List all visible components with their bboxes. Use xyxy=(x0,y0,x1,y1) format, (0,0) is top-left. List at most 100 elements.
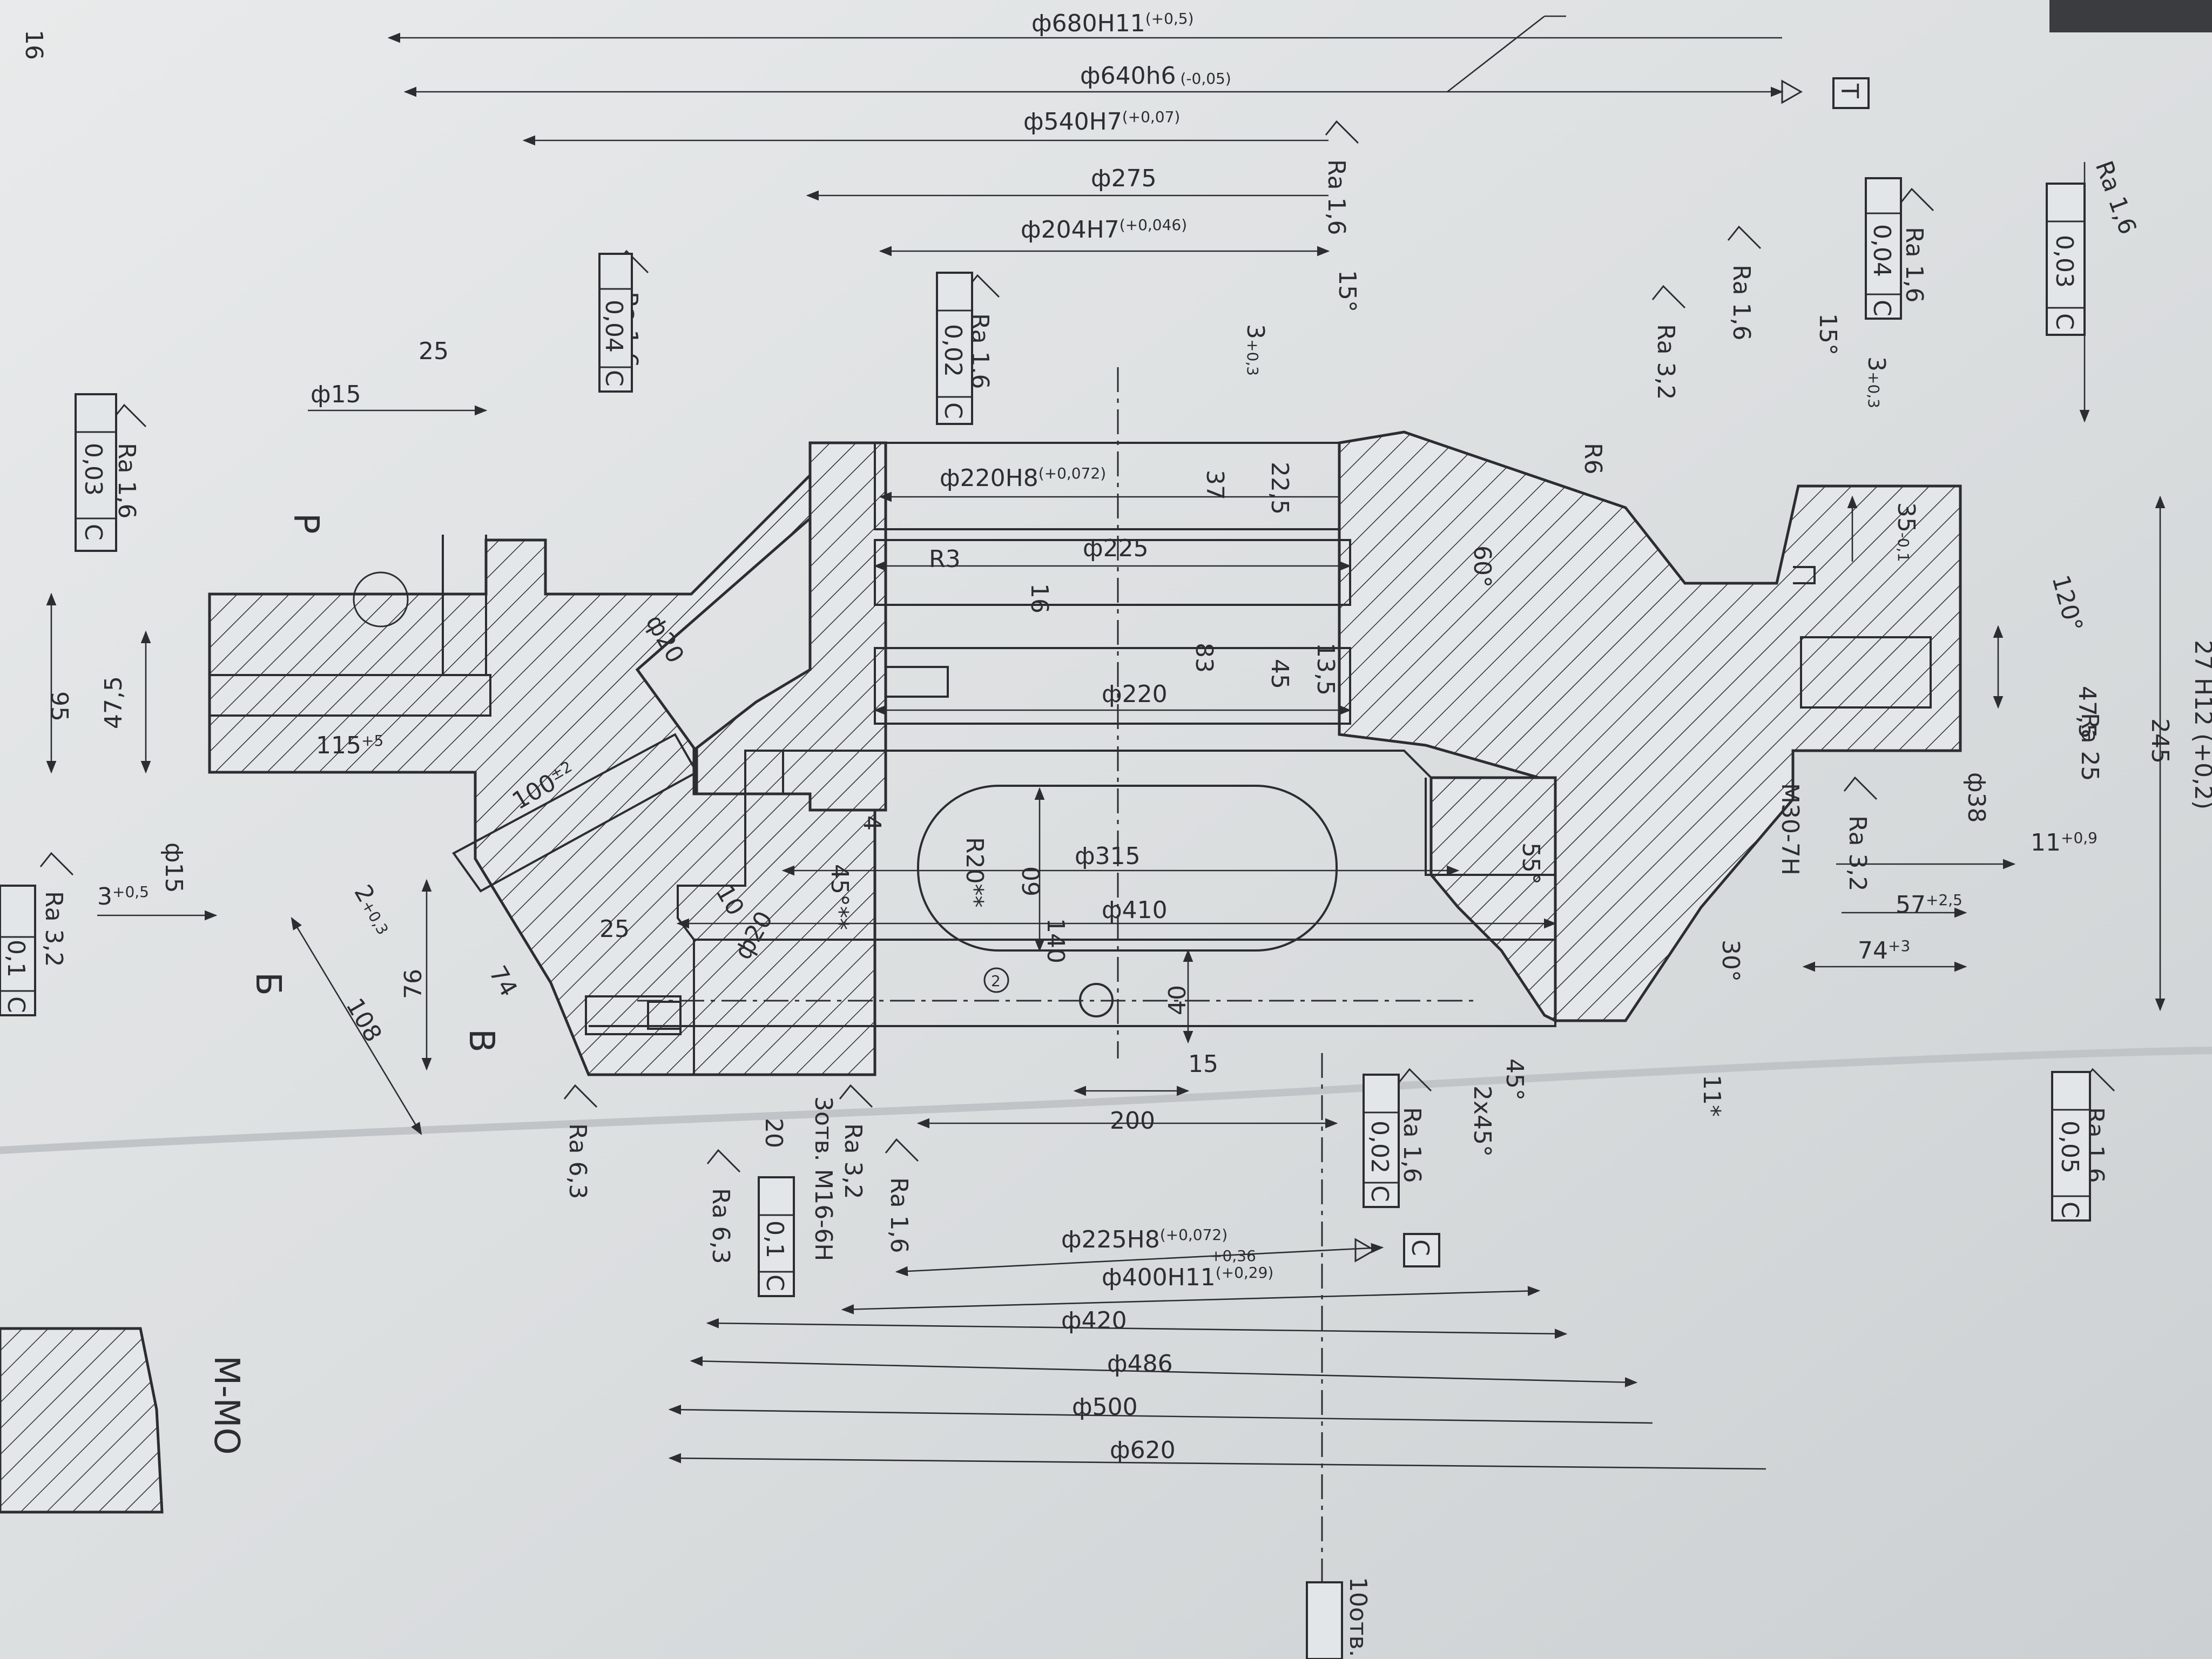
dim-74-right: 74+3 xyxy=(1858,937,1910,965)
tol-frame-bottom-mid: 0,1 С xyxy=(758,1176,795,1297)
svg-text:0,04: 0,04 xyxy=(1868,224,1896,277)
right-tapped-hole xyxy=(1800,636,1932,709)
dim-2: 2+0,3 xyxy=(348,880,398,939)
holes-m16: 3отв. М16-6Н xyxy=(810,1096,837,1261)
lower-base-outline xyxy=(589,939,1556,1076)
svg-text:С: С xyxy=(2051,313,2078,330)
dim-200: 200 xyxy=(1110,1107,1155,1135)
dim-d220: ф220 xyxy=(1102,680,1168,708)
angle-55: 55° xyxy=(1517,842,1545,885)
datums-markers: Т С Р Б В 2 xyxy=(248,77,1870,1267)
dim-76: 76 xyxy=(400,969,427,999)
svg-text:0,02: 0,02 xyxy=(939,324,967,377)
marker-v-cyr: В xyxy=(461,1029,501,1053)
dim-40: 40 xyxy=(1164,985,1191,1015)
roughness-ra16-right1: Ra 1,6 xyxy=(1728,265,1755,341)
svg-text:0,03: 0,03 xyxy=(79,443,107,496)
tolerance-frames: 0,03 С 0,04 С 0,02 С 0,04 С xyxy=(0,177,2091,1659)
dim-d220h8: ф220Н8(+0,072) xyxy=(940,464,1106,492)
dim-22-5: 22,5 xyxy=(1266,462,1293,515)
thread-m30: М30-7Н xyxy=(1776,783,1804,875)
roughness-ra16-lower: Ra 1,6 xyxy=(1398,1107,1426,1183)
dim-d225h8: ф225Н8(+0,072) xyxy=(1061,1226,1228,1253)
hatched-body-center xyxy=(695,441,887,812)
svg-text:С: С xyxy=(600,370,628,387)
svg-text:С: С xyxy=(79,524,107,541)
tol-frame-bottom-right: 0,02 С xyxy=(1363,1074,1400,1208)
dim-140: 140 xyxy=(1042,918,1069,963)
dim-13-5: 13,5 xyxy=(1312,643,1339,696)
inner-cavity-outline xyxy=(677,750,1556,941)
tol-frame-right: 0,04 С xyxy=(1865,177,1902,320)
dim-r20: R20** xyxy=(961,837,988,908)
roughness-ra16-top: Ra 1,6 xyxy=(1323,159,1350,235)
roughness-ra63-left: Ra 6,3 xyxy=(564,1123,591,1199)
roughness-ra32-top: Ra 3,2 xyxy=(1652,324,1680,400)
tol-frame-far-right: 0,05 С xyxy=(2051,1071,2091,1222)
detail-hatch-block xyxy=(0,1327,164,1514)
dim-60: 60 xyxy=(1018,866,1046,896)
dim-57: 57+2,5 xyxy=(1896,891,1963,919)
dim-37: 37 xyxy=(1201,470,1229,500)
svg-text:С: С xyxy=(1366,1185,1393,1202)
angle-45: 45° xyxy=(1501,1058,1528,1101)
datum-t: Т xyxy=(1836,83,1863,98)
dim-11: 11+0,9 xyxy=(2031,829,2098,857)
roughness-ra16-right2: Ra 1,6 xyxy=(1900,227,1928,303)
dim-r6: R6 xyxy=(1579,443,1607,475)
angle-15-left: 15° xyxy=(1333,270,1361,312)
dim-d680: ф680Н11(+0,5) xyxy=(1031,10,1194,37)
dimension-labels: ф680Н11(+0,5) ф640h6(-0,05) ф540Н7(+0,07… xyxy=(45,10,2212,1657)
dim-d540: ф540Н7(+0,07) xyxy=(1023,108,1180,136)
dim-20: 20 xyxy=(760,1118,787,1148)
roughness-ra63-bottom: Ra 6,3 xyxy=(707,1188,734,1264)
dim-3-right: 3+0,3 xyxy=(1863,356,1890,408)
svg-text:0,05: 0,05 xyxy=(2056,1121,2083,1174)
hatched-body-right xyxy=(1338,430,1962,1022)
holes-10: 10отв. xyxy=(1344,1577,1372,1657)
dim-partial-top: 27 Н12 (+0,2) xyxy=(2189,640,2212,810)
angle-45-hole: 45°** xyxy=(826,864,853,930)
tol-frame-left: 0,03 С xyxy=(75,393,117,552)
dim-115: 115+5 xyxy=(316,732,383,759)
dim-d420: ф420 xyxy=(1061,1307,1127,1334)
tol-frame-bottom-left: 0,1 С xyxy=(0,885,36,1016)
roughness-ra16-left: Ra 1,6 xyxy=(113,443,140,519)
dim-47-5-right: 47,5 xyxy=(2073,686,2101,739)
dim-45: 45 xyxy=(1266,659,1293,689)
tol-frame-mid2: 0,02 С xyxy=(936,272,973,425)
svg-text:0,04: 0,04 xyxy=(600,300,628,353)
dim-35: 35-0,1 xyxy=(1892,502,1920,562)
svg-text:С: С xyxy=(2,996,30,1013)
roughness-ra32-bottom: Ra 3,2 xyxy=(839,1123,867,1199)
detail-p-circle xyxy=(353,571,409,628)
dim-d275: ф275 xyxy=(1091,165,1157,192)
marker-p: Р xyxy=(286,513,326,534)
inclined-bore xyxy=(452,733,698,893)
dim-d400: ф400Н11(+0,29) xyxy=(1102,1264,1273,1291)
left-through-hole xyxy=(208,674,491,717)
svg-text:С: С xyxy=(761,1274,788,1291)
dim-d225: ф225 xyxy=(1083,535,1149,562)
dim-d15-top: ф15 xyxy=(311,381,361,408)
dim-15: 15 xyxy=(1188,1050,1218,1078)
datum-t-triangle xyxy=(1781,79,1803,104)
svg-text:С: С xyxy=(2056,1202,2083,1218)
datum-c: С xyxy=(1406,1239,1434,1256)
dim-25-bottom: 25 xyxy=(599,915,630,943)
dim-3-top: 3+0,3 xyxy=(1242,324,1269,376)
dim-d15-left: ф15 xyxy=(160,842,187,893)
dim-d486: ф486 xyxy=(1107,1350,1173,1378)
svg-text:С: С xyxy=(1868,300,1896,316)
angle-60: 60° xyxy=(1468,545,1496,588)
datum-c-box xyxy=(1403,1233,1440,1267)
dim-d620: ф620 xyxy=(1110,1437,1176,1464)
inner-bore-outline xyxy=(874,442,1351,725)
view-title: М-МО xyxy=(206,1355,246,1455)
roughness-ra32-left: Ra 3,2 xyxy=(40,891,68,967)
dim-d315: ф315 xyxy=(1075,842,1141,870)
datum-c-triangle xyxy=(1354,1238,1377,1263)
tol-frame-mid: 0,04 С xyxy=(598,253,633,393)
inner-rect-mark xyxy=(885,666,949,698)
